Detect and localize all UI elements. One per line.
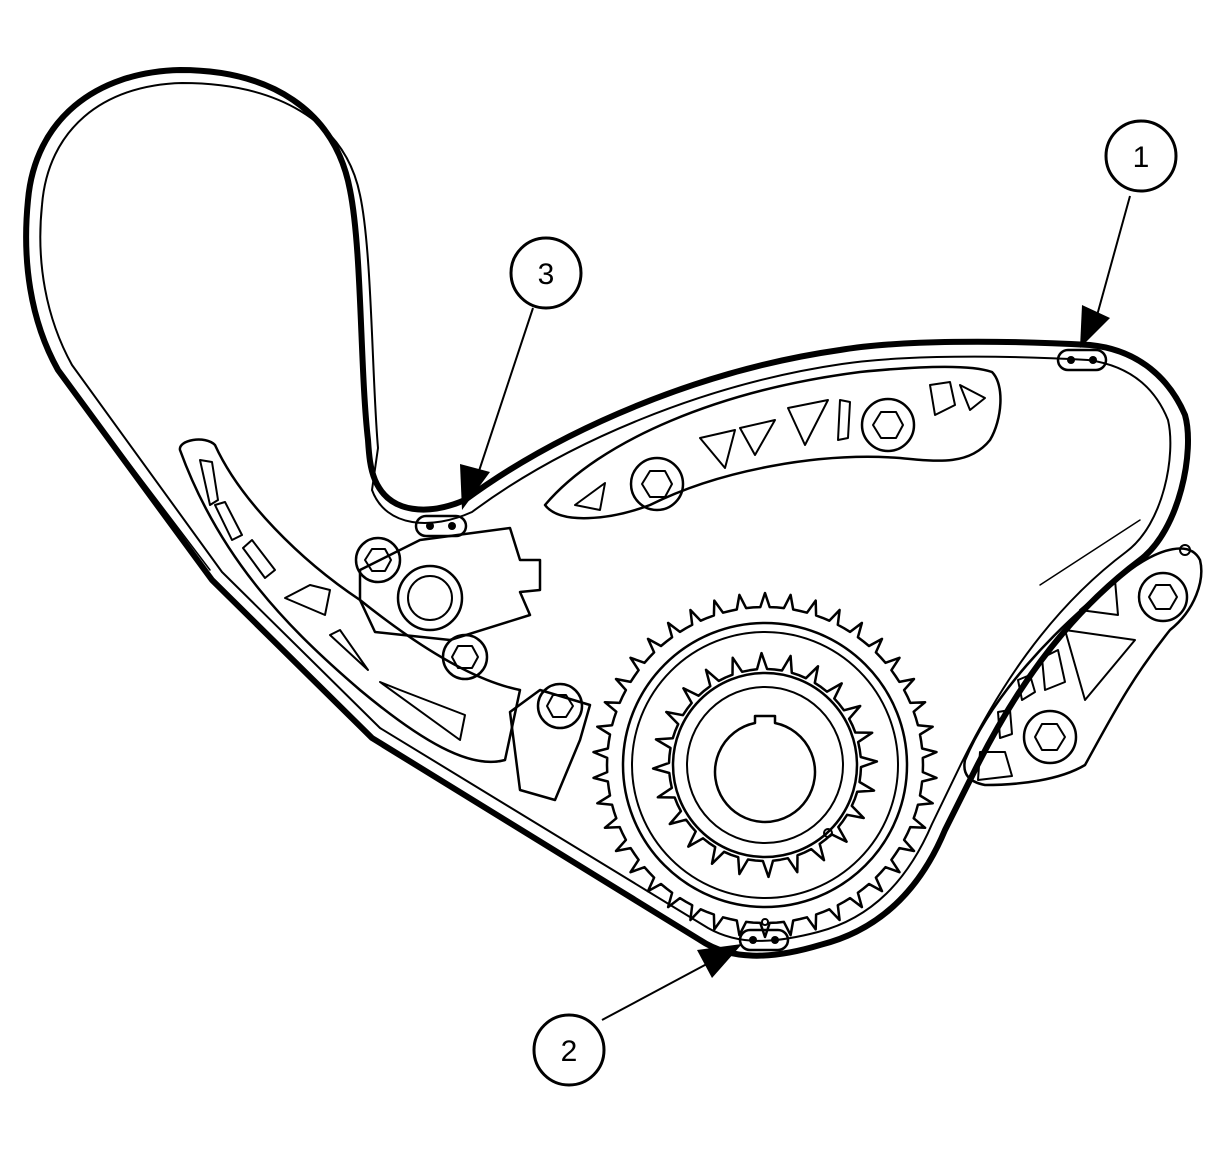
guide-bolt-right-hex (872, 411, 904, 439)
crankshaft-keyway (713, 714, 817, 824)
callout-3-label: 3 (538, 258, 555, 291)
right-guide-cutout (997, 709, 1013, 739)
tensioner-piston-inner (407, 575, 453, 621)
guide-cutout (699, 429, 736, 469)
right-guide-cutout (1017, 674, 1036, 701)
timing-link-3 (414, 514, 468, 538)
tensioner-cutout (329, 629, 369, 671)
callout-2: 2 (532, 944, 742, 1087)
chain-return-line (59, 371, 211, 571)
guide-cutout (739, 419, 776, 456)
crank-sprocket-ring-inner (631, 631, 899, 899)
right-guide-bolt-bottom (1022, 709, 1078, 765)
lower-guide-bracket (508, 688, 592, 802)
tensioner-cutout (242, 539, 276, 579)
callout-1-label: 1 (1133, 141, 1150, 174)
tensioner-bolt-bottom-hex (451, 645, 479, 669)
right-chain-guide (963, 547, 1203, 787)
tensioner-bolt-top (354, 536, 402, 584)
upper-chain-guide (543, 365, 1002, 520)
timing-chain-outer (23, 67, 1191, 959)
callout-3-arrowhead (460, 464, 490, 510)
callout-1-arrowhead (1080, 305, 1110, 348)
guide-cutout (929, 381, 956, 416)
right-guide-cutout (1079, 579, 1119, 616)
guide-cutout (837, 399, 851, 441)
right-guide-bolt-top (1137, 571, 1189, 623)
crank-hub-inner (686, 686, 844, 844)
callout-3-circle (509, 236, 583, 310)
tensioner-bolt-bottom (441, 633, 489, 681)
right-guide-hole (1179, 544, 1191, 556)
tensioner-bolt-top-hex (364, 548, 392, 572)
crank-sprocket-outer-teeth (592, 591, 938, 939)
tensioner-cutout (199, 459, 219, 506)
tensioner-cutout (284, 584, 331, 616)
timing-mark-dot (823, 828, 833, 838)
crank-hub (671, 671, 859, 859)
lower-guide-bolt (536, 682, 584, 730)
guide-cutout (574, 482, 606, 511)
chain-return-line (1039, 519, 1141, 586)
callout-1: 1 (1080, 119, 1178, 348)
timing-mark-dot-bottom (761, 918, 769, 926)
right-guide-cutout (1041, 649, 1066, 691)
callout-2-circle (532, 1013, 606, 1087)
timing-chain-inner (39, 82, 1172, 942)
tensioner-cutout (214, 501, 243, 541)
hydraulic-tensioner (358, 526, 542, 642)
right-guide-bolt-top-hex (1148, 584, 1178, 610)
callout-1-circle (1104, 119, 1178, 193)
callout-2-label: 2 (561, 1035, 578, 1068)
timing-link-1 (1056, 348, 1108, 372)
guide-bolt-left (629, 456, 685, 512)
right-guide-bolt-bottom-hex (1034, 723, 1066, 751)
left-tensioner-arm (178, 438, 522, 764)
right-guide-cutout (1064, 629, 1136, 701)
crank-sprocket-inner-teeth (651, 651, 879, 879)
tensioner-cutout (379, 681, 466, 741)
guide-bolt-right (860, 397, 916, 453)
crank-sprocket-ring (621, 621, 909, 909)
guide-bolt-left-hex (641, 470, 673, 498)
callout-2-arrowhead (697, 944, 742, 978)
lower-guide-bolt-hex (546, 694, 574, 718)
callout-3: 3 (460, 236, 583, 510)
guide-cutout (959, 384, 986, 411)
right-guide-cutout (977, 751, 1013, 781)
guide-cutout (787, 399, 829, 446)
timing-link-2 (738, 928, 790, 952)
tensioner-piston (396, 564, 464, 632)
